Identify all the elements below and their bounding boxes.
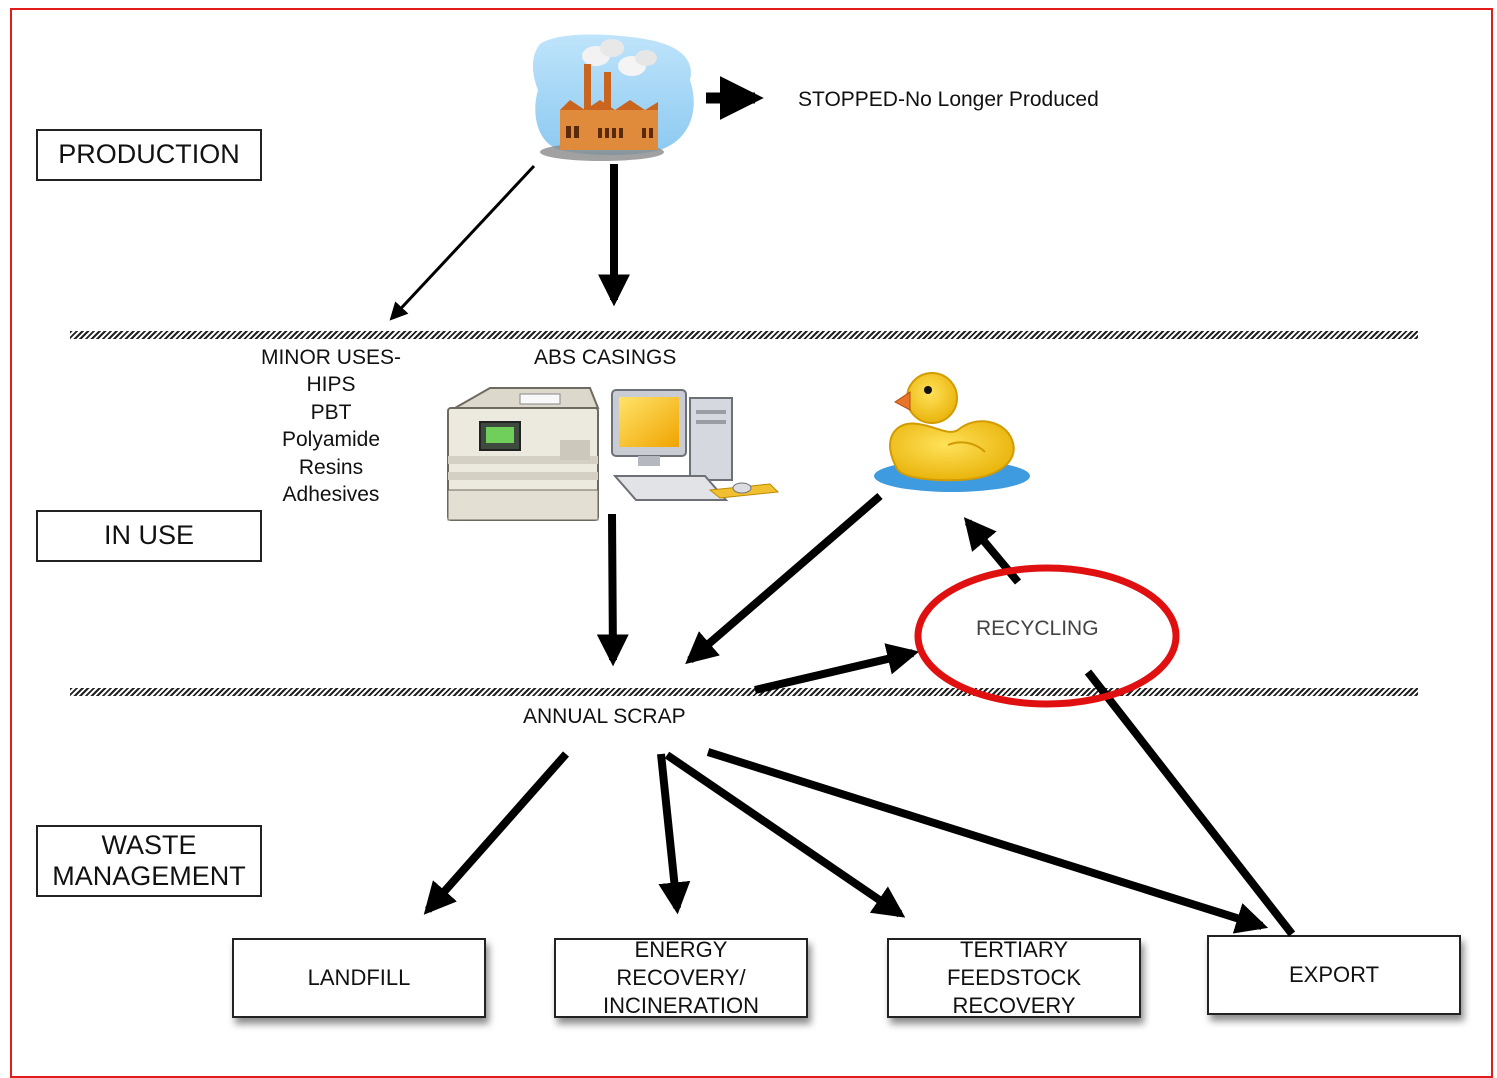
stage-production-label: PRODUCTION xyxy=(58,139,240,170)
stopped-label: STOPPED-No Longer Produced xyxy=(798,88,1099,111)
landfill-box: LANDFILL xyxy=(232,938,486,1018)
arrow-abs-to-annual-scrap xyxy=(596,513,629,667)
stage-waste-management-label: WASTE MANAGEMENT xyxy=(52,829,246,891)
arrow-scrap-to-energy-recovery xyxy=(657,753,691,915)
computer-icon xyxy=(611,389,780,501)
stage-in-use-label: IN USE xyxy=(103,520,195,551)
export-box: EXPORT xyxy=(1207,935,1461,1015)
arrow-scrap-to-landfill xyxy=(423,751,569,915)
arrow-duck-to-annual-scrap xyxy=(685,492,883,665)
energy-recovery-label: ENERGY RECOVERY/ INCINERATION xyxy=(602,936,760,1019)
printer-icon xyxy=(447,387,600,521)
stage-in-use: IN USE xyxy=(36,510,262,562)
arrow-annual-scrap-to-recycling xyxy=(754,643,920,694)
connector-recycling-to-export xyxy=(1084,669,1296,937)
minor-uses-label: MINOR USES- HIPS PBT Polyamide Resins Ad… xyxy=(260,346,401,507)
rubber-duck-icon xyxy=(874,372,1030,492)
stage-production: PRODUCTION xyxy=(36,129,262,181)
annual-scrap-label: ANNUAL SCRAP xyxy=(523,705,686,728)
energy-recovery-box: ENERGY RECOVERY/ INCINERATION xyxy=(554,936,808,1019)
factory-icon xyxy=(532,34,694,161)
stage-waste-management: WASTE MANAGEMENT xyxy=(36,825,262,897)
arrow-scrap-to-export xyxy=(706,748,1269,934)
recycling-label: RECYCLING xyxy=(976,617,1099,640)
tertiary-feedstock-label: TERTIARY FEEDSTOCK RECOVERY xyxy=(946,936,1082,1019)
divider-production-in-use xyxy=(70,331,1418,339)
landfill-label: LANDFILL xyxy=(307,964,411,990)
divider-in-use-waste xyxy=(70,688,1418,696)
arrow-factory-to-minor-uses xyxy=(389,164,536,321)
tertiary-feedstock-box: TERTIARY FEEDSTOCK RECOVERY xyxy=(887,936,1141,1019)
export-label: EXPORT xyxy=(1288,961,1380,987)
arrow-scrap-to-tertiary xyxy=(664,751,906,918)
recycling-highlight-circle xyxy=(914,564,1180,708)
abs-casings-label: ABS CASINGS xyxy=(534,346,677,369)
flow-arrows xyxy=(389,76,1296,937)
